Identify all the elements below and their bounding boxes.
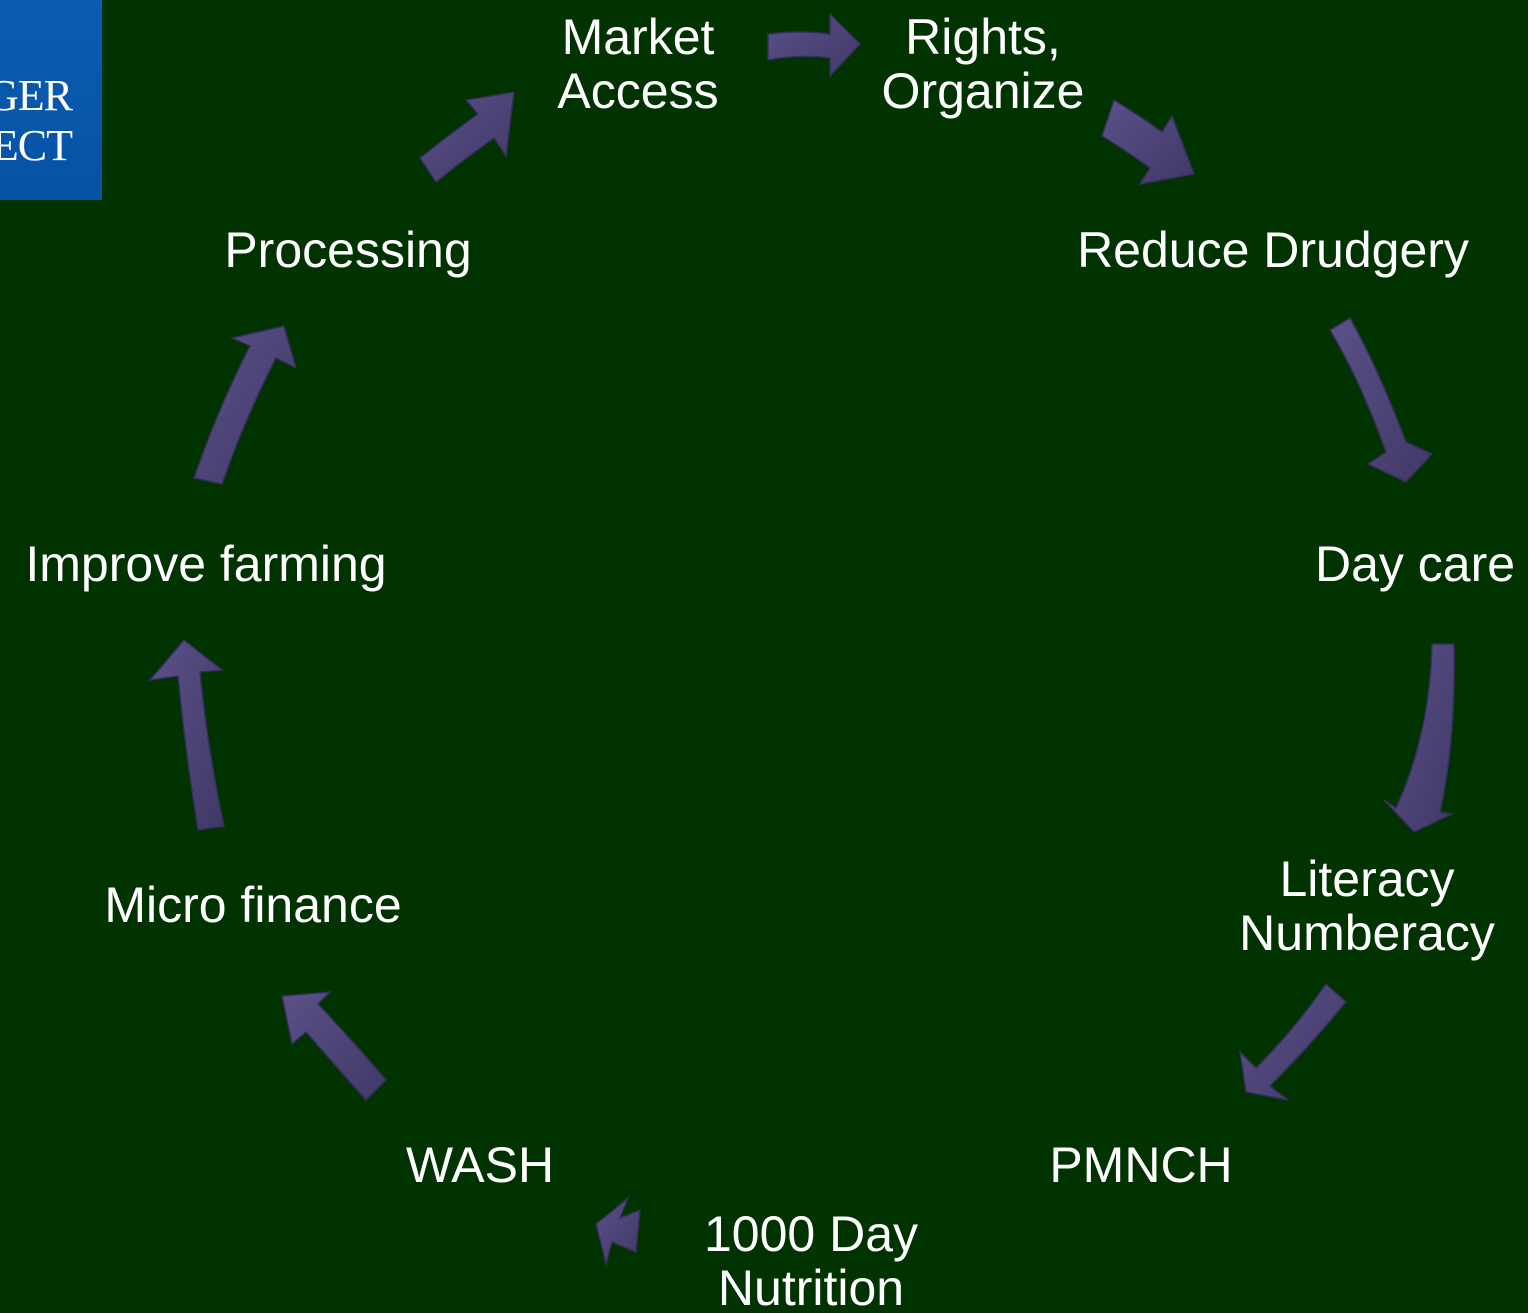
node-wash-label: WASH [405, 1137, 555, 1193]
arrow-wash-to-microfinance [281, 991, 388, 1102]
node-pmnch-label: PMNCH [1049, 1137, 1233, 1193]
node-1000-day-nutrition-line-2: Nutrition [717, 1260, 905, 1313]
arrow-farming-to-processing [193, 325, 298, 485]
arrow-literacy-to-pmnch [1238, 982, 1348, 1101]
node-pmnch: PMNCH [1049, 1138, 1232, 1192]
node-market-access-line-2: Access [557, 63, 719, 119]
arrow-nutrition-to-wash [595, 1195, 641, 1267]
node-reduce-drudgery-label: Reduce Drudgery [1077, 222, 1469, 278]
node-processing-label: Processing [224, 222, 472, 278]
node-improve-farming-label: Improve farming [25, 536, 387, 592]
node-literacy-numberacy: Literacy Numberacy [1239, 852, 1495, 960]
node-day-care-label: Day care [1314, 536, 1516, 592]
node-rights-organize-line-1: Rights, [905, 9, 1061, 65]
node-micro-finance-label: Micro finance [104, 877, 402, 933]
node-literacy-numberacy-line-2: Numberacy [1239, 905, 1495, 961]
node-reduce-drudgery: Reduce Drudgery [1077, 223, 1469, 277]
node-micro-finance: Micro finance [104, 878, 401, 932]
node-processing: Processing [224, 223, 471, 277]
organization-logo: GER ECT [0, 0, 102, 200]
node-improve-farming: Improve farming [25, 537, 386, 591]
arrow-microfinance-to-farming [148, 638, 225, 831]
node-rights-organize: Rights, Organize [882, 10, 1085, 118]
arrow-market-to-rights [767, 12, 862, 78]
logo-text-line-2: ECT [0, 121, 73, 170]
logo-text-line-1: GER [0, 71, 73, 120]
arrow-processing-to-market [418, 91, 515, 184]
node-1000-day-nutrition: 1000 Day Nutrition [704, 1207, 918, 1313]
arrow-rights-to-drudgery [1101, 98, 1196, 186]
node-wash: WASH [406, 1138, 554, 1192]
node-market-access: Market Access [557, 10, 718, 118]
arrow-drudgery-to-daycare [1328, 316, 1434, 483]
arrow-daycare-to-literacy [1383, 643, 1455, 833]
node-rights-organize-line-2: Organize [881, 63, 1085, 119]
node-market-access-line-1: Market [561, 9, 715, 65]
node-literacy-numberacy-line-1: Literacy [1279, 851, 1455, 907]
node-day-care: Day care [1315, 537, 1515, 591]
node-1000-day-nutrition-line-1: 1000 Day [703, 1206, 919, 1262]
